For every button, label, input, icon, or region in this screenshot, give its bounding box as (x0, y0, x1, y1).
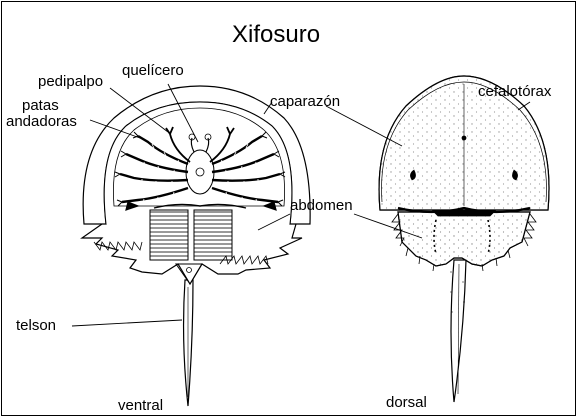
label-abdomen: abdomen (290, 198, 353, 214)
dorsal-horseshoe-crab (379, 76, 549, 402)
label-patas-andadoras: patas andadoras (6, 98, 77, 130)
label-queliceros: quelícero (122, 63, 184, 79)
leader-telson (72, 320, 182, 326)
diagram-title: Xifosuro (232, 22, 320, 48)
label-patas-line1: patas (22, 98, 59, 114)
label-dorsal: dorsal (386, 395, 427, 411)
label-pedipalpo: pedipalpo (38, 74, 103, 90)
label-ventral: ventral (118, 398, 163, 414)
label-cefalotorax: cefalotórax (478, 84, 551, 100)
label-telson: telson (16, 318, 56, 334)
label-patas-line2: andadoras (6, 114, 77, 130)
book-gill-right (194, 210, 232, 260)
ventral-horseshoe-crab (82, 86, 310, 406)
leader-caparazon-dorsal (326, 106, 402, 146)
label-caparazon: caparazón (270, 94, 340, 110)
book-gill-left (150, 210, 188, 260)
